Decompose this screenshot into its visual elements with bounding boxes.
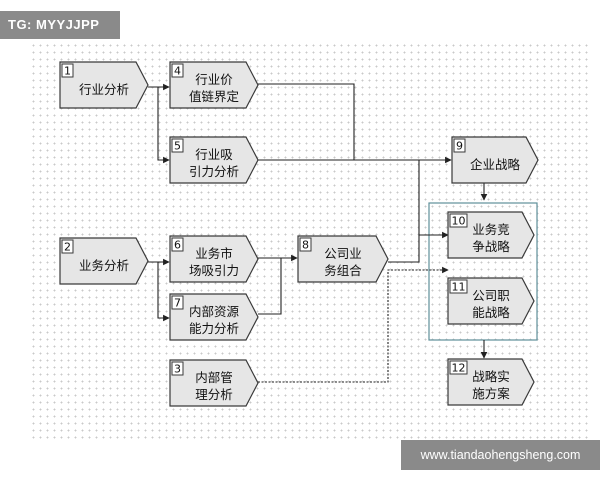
node-1-number: 1 — [64, 65, 71, 78]
node-8-number-box — [299, 237, 312, 252]
node-6-shape — [169, 235, 259, 283]
node-4-label-line-2: 值链界定 — [189, 89, 239, 104]
node-9-shape — [451, 136, 539, 184]
node-4-number: 4 — [174, 65, 181, 78]
node-2-number-box — [61, 239, 74, 254]
edge-2-7 — [157, 262, 170, 322]
node-5-label-line-2: 引力分析 — [189, 164, 239, 179]
node-10-label-line-2: 争战略 — [472, 239, 510, 254]
node-11-label-line-2: 能战略 — [472, 305, 510, 320]
node-12-shape — [447, 358, 535, 406]
node-1-label-line-1: 行业分析 — [79, 82, 129, 97]
node-12-number-box — [449, 360, 468, 375]
node-11-label-line-1: 公司职 — [472, 288, 510, 303]
site-badge: www.tiandaohengsheng.com — [401, 440, 600, 470]
node-9-number-box — [453, 138, 466, 153]
node-3-number-box — [171, 361, 184, 376]
edge-1-5 — [157, 87, 170, 164]
node-5-shape — [169, 136, 259, 184]
node-7-label-line-1: 内部资源 — [189, 304, 240, 319]
node-2-number: 2 — [64, 241, 71, 254]
node-3-shape — [169, 359, 259, 407]
node-7-number: 7 — [174, 297, 181, 310]
node-1-shape — [59, 61, 149, 109]
functional-strategy-group — [428, 202, 538, 341]
node-10-number: 10 — [452, 215, 466, 228]
node-1: 1 行业分析 — [59, 61, 149, 109]
node-8-label-line-2: 务组合 — [324, 263, 362, 278]
node-4-number-box — [171, 63, 184, 78]
node-10-shape — [447, 211, 535, 259]
node-2: 2 业务分析 — [59, 237, 149, 285]
node-7-shape — [169, 293, 259, 341]
node-5-number: 5 — [174, 140, 181, 153]
node-1-number-box — [61, 63, 74, 78]
node-8-shape — [297, 235, 389, 283]
node-8-number: 8 — [302, 239, 309, 252]
node-4-label-line-1: 行业价 — [195, 72, 233, 87]
tag-badge: TG: MYYJJPP — [0, 11, 120, 39]
node-11-shape — [447, 277, 535, 325]
node-2-label-line-1: 业务分析 — [79, 258, 129, 273]
node-6-label-line-1: 业务市 — [195, 246, 233, 261]
node-9-label-line-1: 企业战略 — [470, 157, 521, 172]
edge-7-8 — [258, 258, 282, 315]
node-5-number-box — [171, 138, 184, 153]
node-11-number: 11 — [452, 281, 466, 294]
node-5-label-line-1: 行业吸 — [195, 147, 233, 162]
node-12-number: 12 — [452, 362, 466, 375]
node-7-number-box — [171, 295, 184, 310]
node-4-shape — [169, 61, 259, 109]
connectors — [148, 83, 488, 383]
node-12-label-line-1: 战略实 — [472, 369, 510, 384]
node-3-label-line-2: 理分析 — [195, 387, 233, 402]
node-7-label-line-2: 能力分析 — [189, 321, 239, 336]
node-3-label-line-1: 内部管 — [195, 370, 233, 385]
node-9: 9 企业战略 — [451, 136, 539, 184]
node-6-number-box — [171, 237, 184, 252]
edge-8-group — [388, 160, 420, 263]
edge-3-group — [258, 266, 449, 383]
node-3-number: 3 — [174, 363, 181, 376]
node-10-number-box — [449, 213, 468, 228]
node-10-label-line-1: 业务竞 — [472, 222, 510, 237]
node-11-number-box — [449, 279, 468, 294]
node-2-shape — [59, 237, 149, 285]
node-9-number: 9 — [456, 140, 463, 153]
node-12-label-line-2: 施方案 — [472, 386, 510, 401]
node-8-label-line-1: 公司业 — [324, 246, 362, 261]
node-6-number: 6 — [174, 239, 181, 252]
edge-4-9 — [258, 83, 355, 160]
node-6-label-line-2: 场吸引力 — [189, 263, 239, 278]
